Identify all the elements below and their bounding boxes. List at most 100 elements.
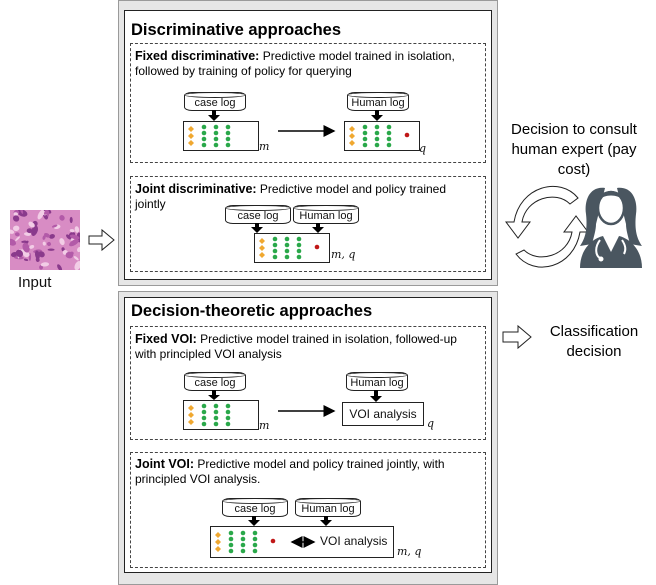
hidden-node <box>252 530 258 536</box>
tissue-cell <box>42 241 46 246</box>
hidden-node <box>272 254 278 260</box>
hidden-node <box>201 421 207 427</box>
human-log-db: Human log <box>295 498 361 517</box>
hidden-node <box>213 136 219 142</box>
tissue-cell <box>21 240 27 243</box>
tissue-cell <box>10 229 15 234</box>
fixed-voi-title: Fixed VOI: <box>135 332 197 346</box>
human-log-db: Human log <box>346 372 408 391</box>
classification-arrow <box>502 324 532 350</box>
hidden-node <box>272 236 278 242</box>
tissue-cell <box>73 256 79 261</box>
joint-voi-desc: Predictive model and policy trained join… <box>135 457 445 486</box>
label-m: m <box>259 419 270 432</box>
voi-analysis-box: VOI analysis <box>342 402 424 426</box>
hidden-node <box>374 130 380 136</box>
hidden-node <box>213 130 219 136</box>
tissue-cell <box>47 248 55 251</box>
hidden-node <box>386 142 392 148</box>
tissue-cell <box>57 264 63 270</box>
tissue-cell <box>19 210 24 214</box>
tissue-cell <box>13 212 18 216</box>
neural-net-glyph <box>215 530 276 554</box>
tissue-cell <box>23 251 30 258</box>
hidden-node <box>201 130 207 136</box>
input-node <box>259 245 265 251</box>
input-node <box>215 539 221 545</box>
human-log-db: Human log <box>347 92 409 111</box>
tissue-cell <box>77 246 80 253</box>
hidden-node <box>240 530 246 536</box>
joint-discriminative-title: Joint discriminative: <box>135 182 257 196</box>
hidden-node <box>228 548 234 554</box>
hidden-node <box>240 548 246 554</box>
hidden-node <box>213 415 219 421</box>
case-log-db: case log <box>222 498 288 517</box>
label-m: m <box>259 140 270 153</box>
hidden-node <box>252 536 258 542</box>
hidden-node <box>228 530 234 536</box>
hidden-node <box>201 124 207 130</box>
discriminative-heading: Discriminative approaches <box>131 21 342 39</box>
fixed-discriminative-text: Fixed discriminative: Predictive model t… <box>135 49 480 79</box>
hidden-node <box>374 124 380 130</box>
db-arrows <box>208 110 383 526</box>
hidden-node <box>213 142 219 148</box>
decision-consult-text: Decision to consult human expert (pay co… <box>511 121 637 178</box>
hidden-node <box>240 542 246 548</box>
tissue-cell <box>26 228 33 234</box>
tissue-cell <box>69 229 75 233</box>
tissue-cell <box>66 234 72 240</box>
tissue-cell <box>59 215 65 221</box>
hidden-node <box>225 415 231 421</box>
input-node <box>188 133 194 139</box>
hidden-node <box>252 548 258 554</box>
hidden-node <box>362 124 368 130</box>
hidden-node <box>284 242 290 248</box>
hidden-node <box>240 536 246 542</box>
hidden-node <box>362 136 368 142</box>
input-node <box>188 405 194 411</box>
decision-theoretic-heading: Decision-theoretic approaches <box>131 302 373 320</box>
tissue-cell <box>51 224 58 228</box>
classification-text: Classification decision <box>549 323 639 360</box>
hidden-node <box>201 409 207 415</box>
tissue-cell <box>61 247 65 252</box>
input-node <box>259 238 265 244</box>
output-node <box>270 538 276 544</box>
hidden-node <box>225 409 231 415</box>
joint-net <box>254 233 330 263</box>
hidden-node <box>272 248 278 254</box>
tissue-cell <box>13 225 20 232</box>
tissue-cell <box>15 236 21 242</box>
cycle-arrows-icon <box>505 185 589 268</box>
hidden-node <box>296 236 302 242</box>
tissue-cell <box>59 238 65 246</box>
hidden-node <box>386 124 392 130</box>
input-node <box>215 532 221 538</box>
tissue-cell <box>69 234 80 240</box>
fixed-discriminative-title: Fixed discriminative: <box>135 49 260 63</box>
input-node <box>349 133 355 139</box>
input-node <box>259 252 265 258</box>
hidden-node <box>374 142 380 148</box>
tissue-cell <box>69 216 73 224</box>
tissue-cell <box>10 238 17 246</box>
predictive-model-net <box>183 400 259 430</box>
tissue-cell <box>71 242 75 246</box>
tissue-cell <box>74 260 80 270</box>
input-node <box>188 412 194 418</box>
hidden-node <box>225 421 231 427</box>
case-log-db: case log <box>184 92 246 111</box>
hidden-node <box>213 421 219 427</box>
hidden-node <box>374 136 380 142</box>
hidden-node <box>284 254 290 260</box>
hidden-node <box>213 409 219 415</box>
joint-discriminative-text: Joint discriminative: Predictive model a… <box>135 182 480 212</box>
tissue-cell <box>37 210 45 220</box>
joint-voi-label: VOI analysis <box>320 534 388 548</box>
hidden-node <box>201 403 207 409</box>
hidden-node <box>201 136 207 142</box>
tissue-cell <box>34 250 40 260</box>
input-node <box>188 126 194 132</box>
